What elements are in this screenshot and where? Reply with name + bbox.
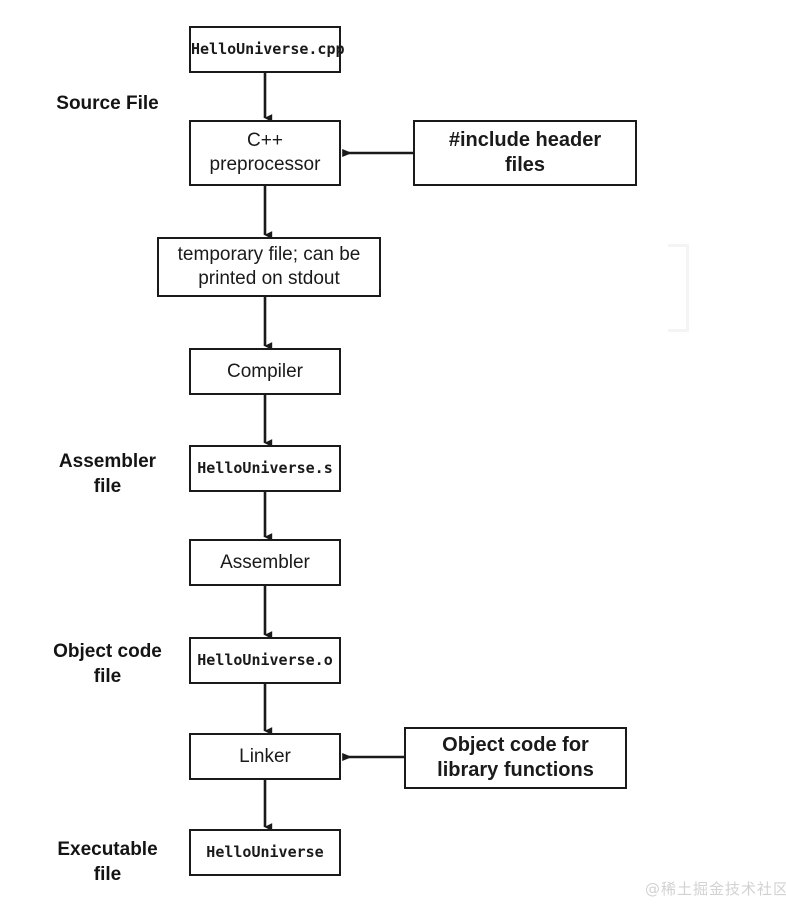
node-linker-label: Linker bbox=[239, 745, 291, 767]
node-libraries-label: Object code for library functions bbox=[437, 734, 594, 781]
node-objectfile: HelloUniverse.o bbox=[189, 637, 341, 684]
ghost-bracket-artifact bbox=[668, 244, 689, 332]
node-source: HelloUniverse.cpp bbox=[189, 26, 345, 73]
node-linker: Linker bbox=[189, 733, 341, 780]
node-assembler-label: Assembler bbox=[220, 551, 310, 573]
watermark: @稀土掘金技术社区 bbox=[645, 880, 786, 898]
node-assembler: Assembler bbox=[189, 539, 341, 586]
node-executable: HelloUniverse bbox=[189, 829, 341, 876]
node-preprocessor-label: C++ preprocessor bbox=[209, 130, 321, 175]
node-tempfile: temporary file; can be printed on stdout bbox=[157, 237, 381, 297]
node-source-label: HelloUniverse.cpp bbox=[191, 40, 345, 59]
node-compiler-label: Compiler bbox=[226, 360, 304, 382]
node-headers-label: #include header files bbox=[448, 129, 602, 176]
stage-label-object-code-file: Object code file bbox=[53, 641, 162, 687]
node-asmsource: HelloUniverse.s bbox=[189, 445, 341, 492]
node-objectfile-label: HelloUniverse.o bbox=[197, 651, 333, 670]
node-preprocessor: C++ preprocessor bbox=[189, 120, 341, 186]
stage-label-source-file: Source File bbox=[56, 93, 159, 114]
node-tempfile-label: temporary file; can be printed on stdout bbox=[177, 244, 361, 289]
node-compiler: Compiler bbox=[189, 348, 341, 395]
node-asmsource-label: HelloUniverse.s bbox=[197, 459, 333, 478]
node-libraries: Object code for library functions bbox=[404, 727, 627, 789]
stage-label-assembler-file: Assembler file bbox=[58, 451, 157, 497]
node-executable-label: HelloUniverse bbox=[206, 843, 324, 862]
node-headers: #include header files bbox=[413, 120, 637, 186]
stage-label-executable-file: Executable file bbox=[57, 839, 158, 885]
